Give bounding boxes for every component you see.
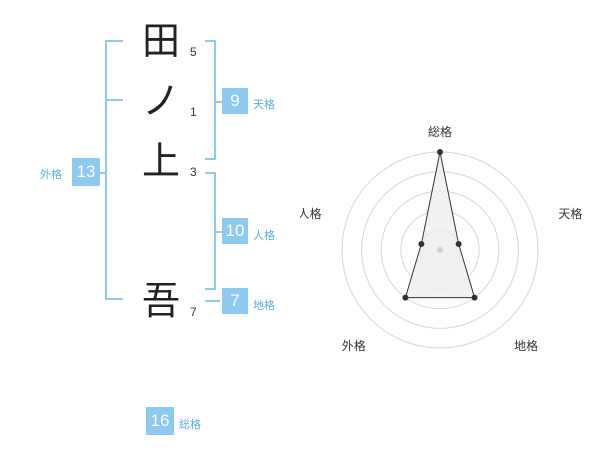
radar-axis-label-2: 天格 — [558, 206, 582, 221]
radar-point-3 — [471, 294, 478, 301]
jinkaku-value-box: 10 — [222, 218, 248, 244]
radar-center-dot — [437, 247, 443, 253]
stroke-count-1: 5 — [190, 45, 197, 59]
radar-axis-label-4: 外格 — [342, 338, 366, 353]
stroke-count-3: 3 — [190, 165, 197, 179]
chikaku-value-box: 7 — [222, 288, 248, 314]
radar-axis-label-1: 総格 — [428, 124, 452, 139]
gaikaku-label: 外格 — [40, 168, 62, 181]
name-char-3: 上 — [142, 139, 181, 183]
name-char-2: ノ — [142, 79, 181, 123]
tenkaku-value-box: 9 — [222, 88, 248, 114]
radar-axis-label-5: 人格 — [300, 206, 322, 221]
stroke-count-4: 7 — [190, 305, 197, 319]
chikaku-label: 地格 — [253, 299, 275, 312]
radar-point-1 — [437, 149, 443, 155]
radar-point-2 — [455, 240, 462, 247]
chikaku-connector — [205, 300, 220, 302]
jinkaku-label: 人格 — [253, 229, 275, 242]
radar-axis-label-3: 地格 — [514, 338, 538, 353]
radar-point-4 — [402, 294, 409, 301]
soukaku-value-box: 16 — [146, 407, 174, 435]
name-char-1: 田 — [142, 19, 181, 63]
soukaku-label: 総格 — [179, 418, 201, 431]
radar-point-5 — [418, 240, 425, 247]
radar-data-polygon — [404, 151, 476, 299]
gaikaku-value-box: 13 — [72, 158, 100, 186]
tenkaku-label: 天格 — [253, 98, 275, 111]
name-char-4: 吾 — [142, 279, 181, 323]
stroke-count-2: 1 — [190, 105, 197, 119]
